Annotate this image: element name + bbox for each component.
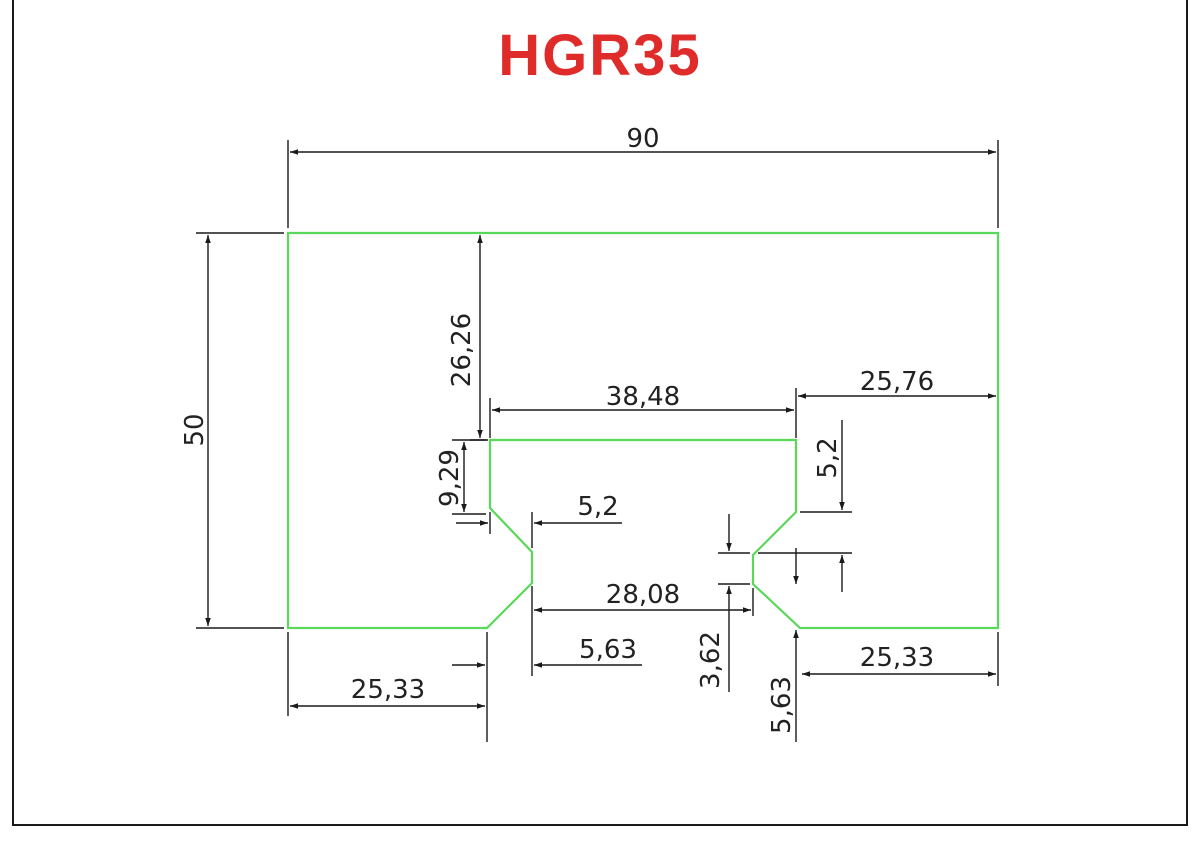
dim-overall-width: 90: [287, 124, 999, 228]
dim-channel-top-width: 38,48: [489, 382, 797, 438]
dim-right-top-offset: 25,76: [798, 367, 996, 399]
dim-overall-height: 50: [180, 232, 284, 629]
dim-label-channel-top-width: 38,48: [606, 382, 680, 412]
dim-label-overall-height: 50: [180, 413, 210, 446]
dim-label-right-chamfer-height: 5,2: [813, 437, 843, 478]
drawing-frame: [12, 0, 1188, 826]
dim-right-bottom-chamfer: 5,63: [767, 548, 799, 742]
dim-label-channel-depth: 9,29: [435, 449, 465, 507]
dim-label-right-bottom-chamfer: 5,63: [767, 676, 797, 734]
rail-profile-outline: [286, 231, 1000, 630]
dim-channel-depth: 9,29: [435, 439, 486, 515]
dim-label-neck-height: 3,62: [696, 631, 726, 689]
drawing-title: HGR35: [498, 23, 702, 88]
dim-label-top-to-channel: 26,26: [447, 313, 477, 387]
dim-label-overall-width: 90: [626, 124, 659, 154]
dim-label-right-bottom-width: 25,33: [860, 643, 934, 673]
dim-left-bottom-width: 25,33: [287, 632, 485, 716]
dim-neck-height: 3,62: [696, 514, 750, 692]
dim-label-left-chamfer-width: 5,2: [577, 492, 618, 522]
dim-left-bottom-chamfer: 5,63: [452, 632, 642, 742]
dim-neck-width: 28,08: [531, 580, 754, 676]
dim-top-to-channel: 26,26: [447, 235, 488, 441]
dim-label-right-top-offset: 25,76: [860, 367, 934, 397]
dim-label-left-bottom-width: 25,33: [351, 675, 425, 705]
dim-right-bottom-width: 25,33: [802, 632, 999, 686]
dim-label-neck-width: 28,08: [606, 580, 680, 610]
dim-label-left-bottom-chamfer: 5,63: [579, 635, 637, 665]
dim-right-chamfer-height: 5,2: [758, 420, 852, 592]
dim-left-chamfer-width: 5,2: [456, 492, 622, 548]
